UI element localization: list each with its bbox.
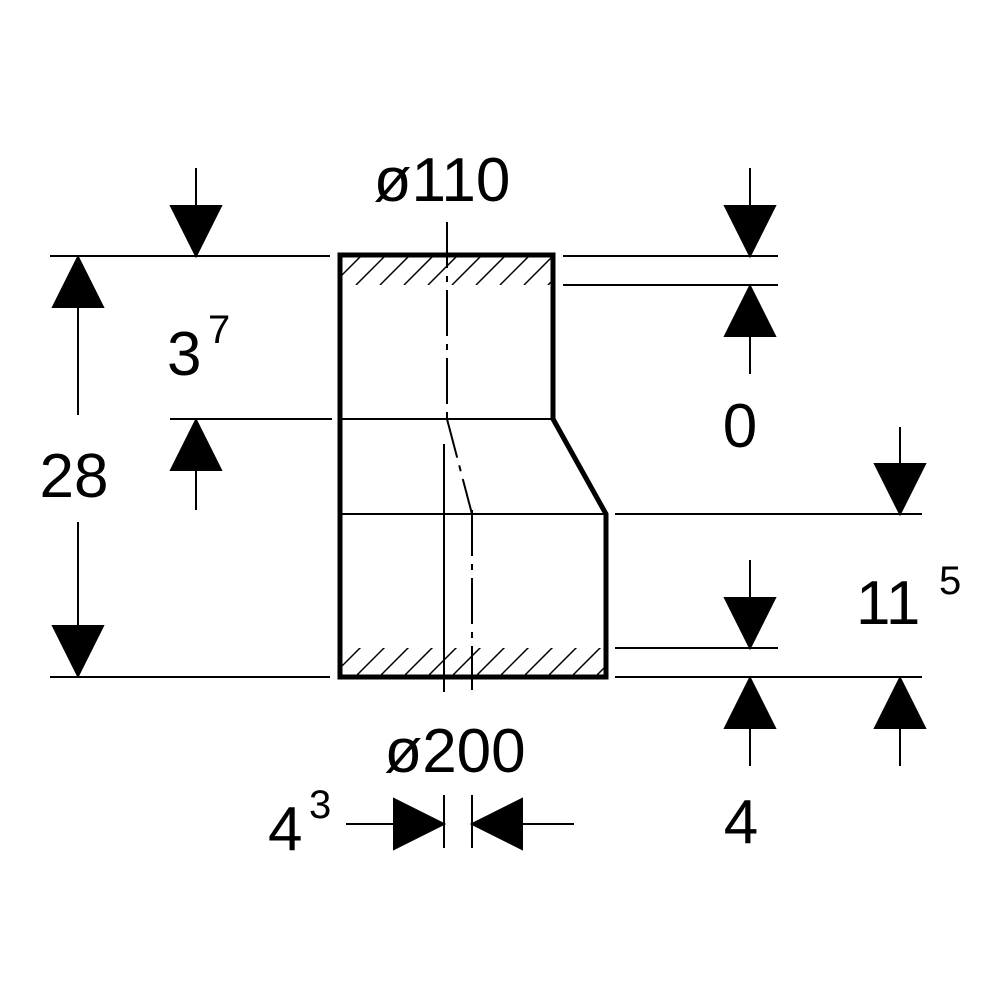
dimension-labels: ø110 ø200 28 3 7 0 11 5 4 4 3: [40, 146, 962, 864]
dimension-arrows: [51, 168, 927, 851]
bottom-right-label: 4: [724, 788, 758, 857]
right-step-sup-label: 5: [939, 559, 961, 603]
offset-center-line: [446, 418, 473, 515]
top-socket-sup-label: 7: [208, 308, 230, 352]
arrow-down-icon: [873, 463, 927, 517]
arrow-up-icon: [723, 675, 777, 729]
arrow-down-icon: [51, 625, 105, 679]
arrow-down-icon: [169, 205, 223, 259]
arrow-up-icon: [169, 417, 223, 471]
arrow-up-icon: [873, 675, 927, 729]
arrow-up-icon: [723, 283, 777, 337]
top-diameter-label: ø110: [374, 146, 511, 215]
center-lines: [443, 222, 473, 692]
offset-base-label: 4: [268, 795, 302, 864]
top-right-label: 0: [723, 392, 757, 461]
hatch-top-wall: [342, 257, 552, 285]
arrow-left-icon: [469, 797, 523, 851]
arrow-down-icon: [723, 205, 777, 259]
arrow-down-icon: [723, 597, 777, 651]
offset-sup-label: 3: [309, 783, 331, 827]
right-step-base-label: 11: [856, 569, 920, 638]
bottom-diameter-label: ø200: [384, 717, 525, 786]
arrow-up-icon: [51, 254, 105, 308]
total-height-label: 28: [40, 442, 109, 511]
arrow-right-icon: [393, 797, 447, 851]
hatch-bottom-wall: [342, 648, 604, 676]
top-socket-base-label: 3: [167, 320, 201, 389]
